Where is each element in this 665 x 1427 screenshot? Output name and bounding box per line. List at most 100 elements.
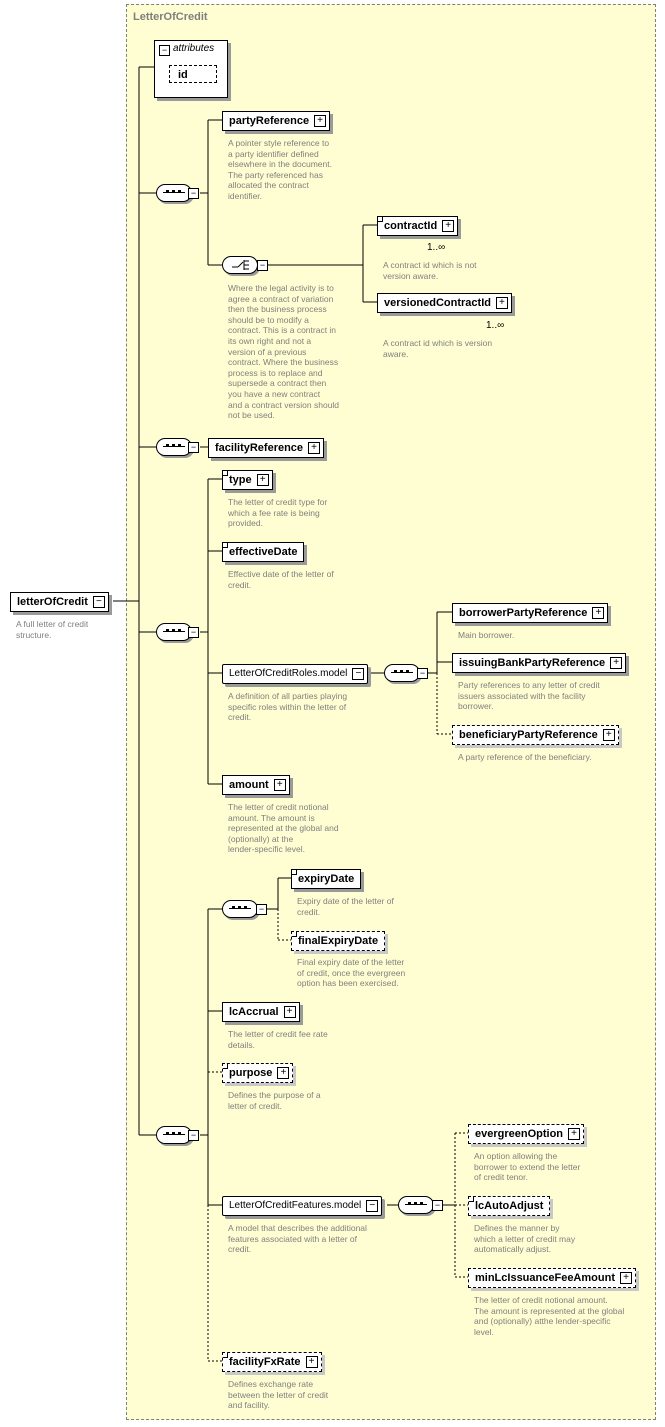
element-description: Expiry date of the letter of credit.	[297, 896, 394, 917]
element-letterofcredit[interactable]: letterOfCredit −	[10, 592, 109, 612]
element-lcautoadjust[interactable]: lcAutoAdjust	[468, 1196, 551, 1216]
collapse-icon[interactable]: −	[366, 1200, 379, 1212]
element-description: Defines the manner by which a letter of …	[474, 1223, 576, 1255]
sequence-compositor[interactable]	[156, 438, 192, 456]
text-content-icon	[378, 217, 383, 222]
element-evergreenoption[interactable]: evergreenOption +	[468, 1124, 585, 1144]
element-label: issuingBankPartyReference	[459, 657, 606, 669]
element-versionedcontractid[interactable]: versionedContractId +	[377, 293, 512, 313]
element-description: Defines the purpose of a letter of credi…	[228, 1090, 321, 1111]
attribute-id[interactable]: id	[169, 65, 217, 83]
element-purpose[interactable]: purpose +	[222, 1063, 294, 1083]
collapse-icon[interactable]: −	[188, 442, 199, 453]
sequence-compositor[interactable]	[384, 664, 420, 682]
expand-icon[interactable]: +	[308, 442, 321, 454]
element-description: The letter of credit type for which a fe…	[228, 497, 328, 529]
sequence-compositor[interactable]	[156, 1126, 192, 1144]
element-contractid[interactable]: contractId +	[377, 216, 459, 236]
group-letterofcreditfeatures-model[interactable]: LetterOfCreditFeatures.model −	[222, 1196, 383, 1216]
element-effectivedate[interactable]: effectiveDate	[222, 542, 305, 562]
element-issuingbankpartyreference[interactable]: issuingBankPartyReference +	[452, 653, 627, 673]
element-partyreference[interactable]: partyReference +	[222, 111, 331, 131]
element-label: minLcIssuanceFeeAmount	[475, 1272, 615, 1284]
sequence-compositor[interactable]	[156, 184, 192, 202]
element-label: partyReference	[229, 115, 310, 127]
element-finalexpirydate[interactable]: finalExpiryDate	[291, 931, 386, 951]
element-description: Main borrower.	[458, 630, 515, 640]
collapse-icon[interactable]: −	[257, 260, 268, 271]
expand-icon[interactable]: +	[283, 1006, 296, 1018]
element-facilityfxrate[interactable]: facilityFxRate +	[222, 1352, 322, 1372]
collapse-icon[interactable]: −	[417, 668, 428, 679]
element-expirydate[interactable]: expiryDate	[291, 869, 362, 889]
element-label: amount	[229, 779, 269, 791]
group-letterofcreditroles-model[interactable]: LetterOfCreditRoles.model −	[222, 664, 369, 684]
expand-icon[interactable]: +	[592, 607, 605, 619]
element-minlcissuancefeeamount[interactable]: minLcIssuanceFeeAmount +	[468, 1268, 636, 1288]
expand-icon[interactable]: +	[602, 729, 615, 741]
element-beneficiarypartyreference[interactable]: beneficiaryPartyReference +	[452, 725, 619, 745]
text-content-icon	[223, 543, 228, 548]
collapse-icon[interactable]: −	[188, 627, 199, 638]
expand-icon[interactable]: +	[277, 1067, 290, 1079]
element-description: The letter of credit notional amount. Th…	[228, 802, 339, 855]
group-title: LetterOfCredit	[133, 11, 208, 23]
collapse-icon[interactable]: −	[188, 1130, 199, 1141]
text-content-icon	[469, 1197, 474, 1202]
element-description: A contract id which is not version aware…	[383, 260, 477, 281]
element-description: Final expiry date of the letter of credi…	[297, 957, 406, 989]
collapse-icon[interactable]: −	[432, 1200, 443, 1211]
sequence-icon	[405, 1202, 427, 1205]
element-label: beneficiaryPartyReference	[459, 729, 598, 741]
text-content-icon	[223, 1353, 228, 1358]
element-label: versionedContractId	[384, 297, 491, 309]
expand-icon[interactable]: +	[619, 1272, 632, 1284]
expand-icon[interactable]: +	[610, 657, 623, 669]
expand-icon[interactable]: +	[495, 297, 508, 309]
collapse-icon[interactable]: −	[159, 45, 170, 56]
group-description: A definition of all parties playing spec…	[228, 691, 348, 723]
element-facilityreference[interactable]: facilityReference +	[208, 438, 325, 458]
element-label: contractId	[384, 220, 438, 232]
element-label: letterOfCredit	[17, 596, 88, 608]
group-description: A model that describes the additional fe…	[228, 1223, 367, 1255]
element-label: facilityReference	[215, 442, 304, 454]
collapse-icon[interactable]: −	[92, 596, 105, 608]
element-description: A pointer style reference to a party ide…	[228, 138, 332, 201]
choice-compositor[interactable]	[222, 256, 258, 274]
element-description: The letter of credit notional amount. Th…	[474, 1295, 625, 1337]
collapse-icon[interactable]: −	[352, 668, 365, 680]
multiplicity: 1..∞	[427, 242, 446, 253]
expand-icon[interactable]: +	[305, 1356, 318, 1368]
expand-icon[interactable]: +	[442, 220, 455, 232]
sequence-compositor[interactable]	[156, 623, 192, 641]
sequence-icon	[163, 629, 185, 632]
group-label: LetterOfCreditFeatures.model	[229, 1200, 362, 1211]
sequence-compositor[interactable]	[222, 900, 258, 918]
element-description: An option allowing the borrower to exten…	[474, 1151, 581, 1183]
group-label: LetterOfCreditRoles.model	[229, 668, 348, 679]
group-box-letterofcredit	[126, 4, 656, 1420]
element-description: A full letter of credit structure.	[16, 619, 89, 640]
collapse-icon[interactable]: −	[256, 904, 267, 915]
element-amount[interactable]: amount +	[222, 775, 290, 795]
choice-icon	[232, 260, 249, 270]
element-label: expiryDate	[298, 873, 355, 885]
expand-icon[interactable]: +	[568, 1128, 581, 1140]
sequence-icon	[163, 1132, 185, 1135]
element-lcaccrual[interactable]: lcAccrual +	[222, 1002, 300, 1022]
expand-icon[interactable]: +	[256, 474, 269, 486]
collapse-icon[interactable]: −	[188, 188, 199, 199]
element-label: evergreenOption	[475, 1128, 564, 1140]
element-type[interactable]: type +	[222, 470, 273, 490]
sequence-icon	[163, 444, 185, 447]
element-label: lcAutoAdjust	[475, 1200, 544, 1212]
expand-icon[interactable]: +	[273, 779, 286, 791]
expand-icon[interactable]: +	[314, 115, 327, 127]
element-description: Party references to any letter of credit…	[458, 680, 600, 712]
attributes-box: − attributes id	[154, 40, 228, 98]
sequence-compositor[interactable]	[398, 1196, 434, 1214]
element-borrowerpartyreference[interactable]: borrowerPartyReference +	[452, 603, 609, 623]
